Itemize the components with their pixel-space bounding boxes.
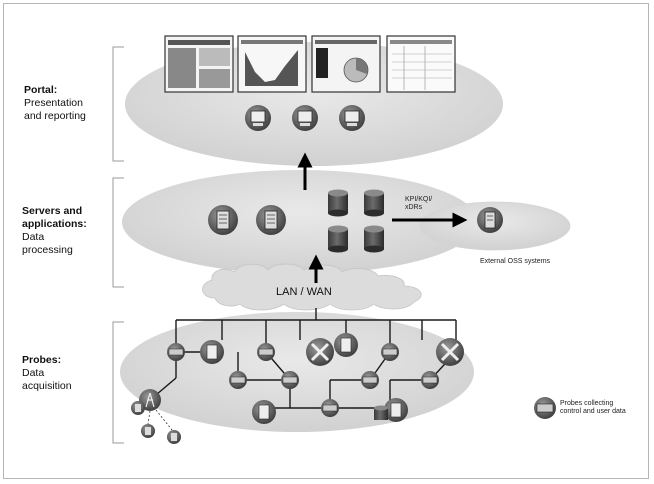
database-icon bbox=[328, 189, 348, 217]
probe-icon bbox=[229, 371, 247, 389]
servers-line2: processing bbox=[22, 244, 73, 256]
database-icon bbox=[328, 225, 348, 253]
probes-layer-label: Probes: Data acquisition bbox=[22, 354, 72, 393]
portal-layer-label: Portal: Presentation and reporting bbox=[24, 84, 86, 123]
diagram-frame bbox=[3, 3, 649, 479]
router-icon bbox=[306, 338, 334, 366]
monitor-icon bbox=[339, 105, 365, 131]
external-oss-label: External OSS systems bbox=[480, 258, 551, 265]
server-icon bbox=[208, 205, 238, 235]
server-node-icon bbox=[334, 333, 358, 357]
server-icons bbox=[208, 205, 286, 235]
probe-icon bbox=[381, 343, 399, 361]
legend-text: Probes collecting control and user data bbox=[560, 400, 626, 416]
monitor-icon bbox=[245, 105, 271, 131]
probe-icon bbox=[361, 371, 379, 389]
probes-line1: Data bbox=[22, 367, 45, 379]
probe-icon bbox=[421, 371, 439, 389]
probe-nodes bbox=[131, 333, 464, 444]
external-server-icon bbox=[477, 207, 503, 233]
portal-bracket bbox=[112, 46, 124, 162]
probes-bracket bbox=[112, 321, 124, 444]
layer-brackets bbox=[112, 46, 124, 444]
server-node-icon bbox=[252, 400, 276, 424]
database-icons bbox=[328, 189, 384, 253]
servers-title2: applications: bbox=[22, 218, 87, 230]
database-icon bbox=[364, 189, 384, 217]
server-node-icon bbox=[200, 340, 224, 364]
servers-layer-label: Servers and applications: Data processin… bbox=[22, 205, 87, 257]
probes-disc bbox=[120, 312, 474, 432]
mobile-phone-icon bbox=[131, 401, 145, 415]
portal-line1: Presentation bbox=[24, 97, 83, 109]
probe-icon bbox=[167, 343, 185, 361]
probes-line2: acquisition bbox=[22, 380, 72, 392]
kpi-line2: xDRs bbox=[405, 204, 423, 211]
probe-icon bbox=[281, 371, 299, 389]
database-node-icon bbox=[374, 405, 388, 420]
router-icon bbox=[436, 338, 464, 366]
probe-icon bbox=[257, 343, 275, 361]
probes-title: Probes: bbox=[22, 354, 62, 366]
server-node-icon bbox=[384, 398, 408, 422]
lan-wan-cloud bbox=[202, 263, 422, 311]
probe-icon bbox=[321, 399, 339, 417]
kpi-label: KPI/KQI/ xDRs bbox=[405, 196, 432, 212]
servers-title1: Servers and bbox=[22, 205, 83, 217]
screenshot-chart bbox=[237, 35, 307, 93]
lan-wan-label: LAN / WAN bbox=[276, 286, 332, 298]
screenshot-pie bbox=[311, 35, 381, 93]
mobile-phone-icon bbox=[167, 430, 181, 444]
servers-disc bbox=[122, 170, 478, 274]
server-icon bbox=[256, 205, 286, 235]
portal-screenshots bbox=[164, 35, 456, 93]
servers-bracket bbox=[112, 177, 124, 288]
database-icon bbox=[364, 225, 384, 253]
portal-monitor-icons bbox=[245, 105, 365, 131]
screenshot-table bbox=[386, 35, 456, 93]
legend-probe-icon bbox=[534, 397, 556, 419]
screenshot-dashboard bbox=[164, 35, 234, 93]
portal-line2: and reporting bbox=[24, 110, 86, 122]
servers-line1: Data bbox=[22, 231, 45, 243]
legend-line1: Probes collecting bbox=[560, 400, 614, 407]
legend-line2: control and user data bbox=[560, 408, 626, 415]
kpi-line1: KPI/KQI/ bbox=[405, 196, 433, 203]
mobile-phone-icon bbox=[141, 424, 155, 438]
portal-title: Portal: bbox=[24, 84, 58, 96]
monitor-icon bbox=[292, 105, 318, 131]
